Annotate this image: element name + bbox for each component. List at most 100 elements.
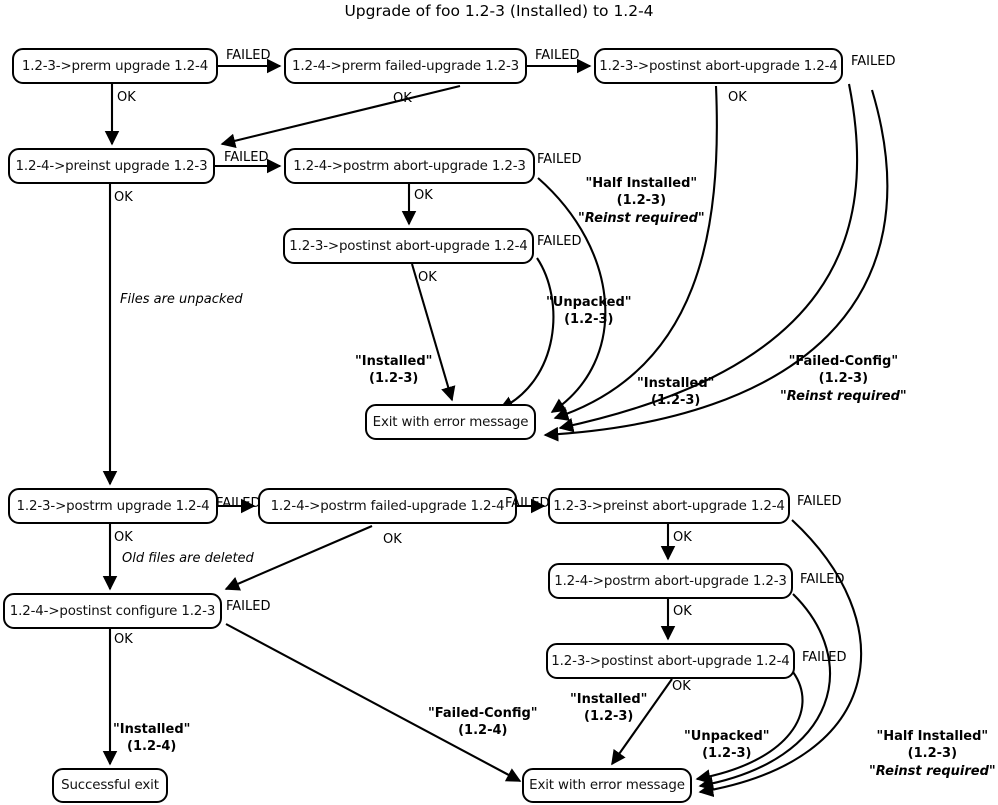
state-line-1: "Installed" — [570, 692, 648, 707]
edge-label-failed-8: FAILED — [505, 496, 550, 511]
node-prerm-upgrade[interactable]: 1.2-3->prerm upgrade 1.2-4 — [12, 48, 218, 84]
edge-label-ok-1: OK — [117, 90, 136, 105]
node-label: 1.2-4->prerm failed-upgrade 1.2-3 — [291, 58, 520, 74]
state-label-half-installed-top: "Half Installed" (1.2-3) "Reinst require… — [578, 175, 705, 227]
edge-postinstabortbot-ok — [611, 678, 673, 766]
state-label-failed-config-bottom: "Failed-Config" (1.2-4) — [428, 705, 538, 740]
state-line-3: "Reinst required" — [780, 388, 907, 404]
node-label: 1.2-3->prerm upgrade 1.2-4 — [21, 58, 209, 74]
state-label-installed-bottom-mid: "Installed" (1.2-3) — [570, 691, 647, 726]
edge-label-ok-8: OK — [383, 532, 402, 547]
state-line-1: "Failed-Config" — [788, 354, 899, 369]
state-line-2: (1.2-3) — [616, 193, 667, 209]
state-label-unpacked-top: "Unpacked" (1.2-3) — [546, 294, 632, 329]
state-line-1: "Installed" — [113, 722, 191, 737]
edge-label-failed-3: FAILED — [851, 54, 896, 69]
node-prerm-failed-upgrade[interactable]: 1.2-4->prerm failed-upgrade 1.2-3 — [284, 48, 527, 84]
state-line-3: "Reinst required" — [869, 763, 996, 779]
state-line-2: (1.2-3) — [907, 746, 958, 762]
node-label: 1.2-3->postinst abort-upgrade 1.2-4 — [551, 653, 790, 669]
edge-label-failed-9: FAILED — [797, 494, 842, 509]
state-line-1: "Unpacked" — [684, 729, 770, 744]
state-line-1: "Half Installed" — [585, 176, 698, 191]
node-successful-exit[interactable]: Successful exit — [52, 768, 168, 803]
node-exit-with-error-message-top[interactable]: Exit with error message — [365, 404, 536, 440]
state-line-2: (1.2-3) — [651, 393, 701, 409]
edge-postinstabortmid-failed — [498, 257, 555, 410]
edge-label-ok-10: OK — [673, 604, 692, 619]
edge-postinstconf-failed — [225, 623, 522, 782]
state-label-failed-config-top: "Failed-Config" (1.2-3) "Reinst required… — [780, 353, 907, 405]
edge-postrmabortmid-failed — [537, 177, 607, 413]
node-postrm-upgrade[interactable]: 1.2-3->postrm upgrade 1.2-4 — [8, 488, 218, 524]
node-label: 1.2-3->preinst abort-upgrade 1.2-4 — [553, 498, 785, 514]
edge-label-failed-6: FAILED — [537, 234, 582, 249]
state-line-2: (1.2-4) — [127, 739, 177, 755]
edge-postrmabortbot-failed — [698, 593, 832, 791]
state-line-2: (1.2-4) — [458, 723, 508, 739]
state-line-1: "Failed-Config" — [428, 706, 538, 721]
node-postinst-abort-upgrade-top[interactable]: 1.2-3->postinst abort-upgrade 1.2-4 — [594, 48, 843, 84]
edge-label-failed-5: FAILED — [537, 152, 582, 167]
state-line-1: "Installed" — [355, 354, 433, 369]
state-label-half-installed-bottom: "Half Installed" (1.2-3) "Reinst require… — [869, 728, 996, 780]
node-postinst-configure[interactable]: 1.2-4->postinst configure 1.2-3 — [3, 593, 222, 629]
edge-label-ok-9: OK — [673, 530, 692, 545]
edge-label-ok-6: OK — [418, 270, 437, 285]
note-old-files-deleted: Old files are deleted — [122, 551, 254, 566]
node-label: 1.2-4->preinst upgrade 1.2-3 — [15, 158, 208, 174]
state-line-2: (1.2-3) — [702, 746, 752, 762]
edge-label-ok-12: OK — [114, 632, 133, 647]
state-line-1: "Half Installed" — [876, 729, 989, 744]
edge-label-ok-2: OK — [393, 91, 412, 106]
edge-preinstabort-failed — [698, 519, 863, 798]
edge-failedconfig-top — [543, 89, 889, 442]
node-label: 1.2-3->postinst abort-upgrade 1.2-4 — [599, 58, 838, 74]
edge-label-failed-2: FAILED — [535, 48, 580, 63]
state-line-2: (1.2-3) — [818, 371, 869, 387]
node-postrm-abort-upgrade-mid[interactable]: 1.2-4->postrm abort-upgrade 1.2-3 — [284, 148, 535, 184]
edge-postinstabortmid-ok — [410, 263, 456, 402]
state-line-1: "Installed" — [637, 376, 715, 391]
node-label: Successful exit — [61, 778, 159, 793]
state-label-installed-top-right: "Installed" (1.2-3) — [637, 375, 714, 410]
state-label-unpacked-bottom: "Unpacked" (1.2-3) — [684, 728, 770, 763]
edge-label-failed-1: FAILED — [226, 48, 271, 63]
state-line-2: (1.2-3) — [584, 709, 634, 725]
node-label: 1.2-4->postrm abort-upgrade 1.2-3 — [293, 158, 526, 174]
state-label-installed-bottom: "Installed" (1.2-4) — [113, 721, 190, 756]
node-label: 1.2-4->postrm abort-upgrade 1.2-3 — [554, 573, 787, 589]
node-exit-with-error-message-bottom[interactable]: Exit with error message — [522, 768, 692, 803]
node-postrm-abort-upgrade-bottom[interactable]: 1.2-4->postrm abort-upgrade 1.2-3 — [548, 563, 793, 599]
node-label: Exit with error message — [529, 778, 685, 793]
state-line-2: (1.2-3) — [369, 371, 419, 387]
edge-postrmfail-ok — [224, 525, 373, 591]
edge-label-failed-12: FAILED — [226, 599, 271, 614]
node-preinst-abort-upgrade[interactable]: 1.2-3->preinst abort-upgrade 1.2-4 — [548, 488, 790, 524]
state-label-installed-top-left: "Installed" (1.2-3) — [355, 353, 432, 388]
note-files-unpacked: Files are unpacked — [120, 292, 243, 307]
edge-label-ok-7: OK — [114, 530, 133, 545]
state-line-1: "Unpacked" — [546, 295, 632, 310]
edge-label-ok-3: OK — [728, 90, 747, 105]
node-label: 1.2-4->postrm failed-upgrade 1.2-4 — [270, 498, 505, 514]
state-line-3: "Reinst required" — [578, 210, 705, 226]
edge-label-failed-4: FAILED — [224, 150, 269, 165]
edge-label-ok-5: OK — [414, 188, 433, 203]
edge-label-failed-10: FAILED — [800, 572, 845, 587]
edge-label-failed-7: FAILED — [216, 496, 261, 511]
node-preinst-upgrade[interactable]: 1.2-4->preinst upgrade 1.2-3 — [8, 148, 215, 184]
edge-postinstaborttop-ok — [553, 85, 718, 421]
node-label: 1.2-4->postinst configure 1.2-3 — [9, 603, 216, 619]
edge-label-ok-4: OK — [114, 190, 133, 205]
edge-label-failed-11: FAILED — [802, 650, 847, 665]
page-title: Upgrade of foo 1.2-3 (Installed) to 1.2-… — [344, 2, 654, 20]
node-postrm-failed-upgrade[interactable]: 1.2-4->postrm failed-upgrade 1.2-4 — [258, 488, 517, 524]
node-label: 1.2-3->postrm upgrade 1.2-4 — [16, 498, 210, 514]
edge-postinstaborttop-failed — [558, 83, 859, 433]
node-postinst-abort-upgrade-mid[interactable]: 1.2-3->postinst abort-upgrade 1.2-4 — [283, 228, 534, 264]
node-postinst-abort-upgrade-bottom[interactable]: 1.2-3->postinst abort-upgrade 1.2-4 — [546, 643, 795, 679]
edge-label-ok-11: OK — [672, 679, 691, 694]
